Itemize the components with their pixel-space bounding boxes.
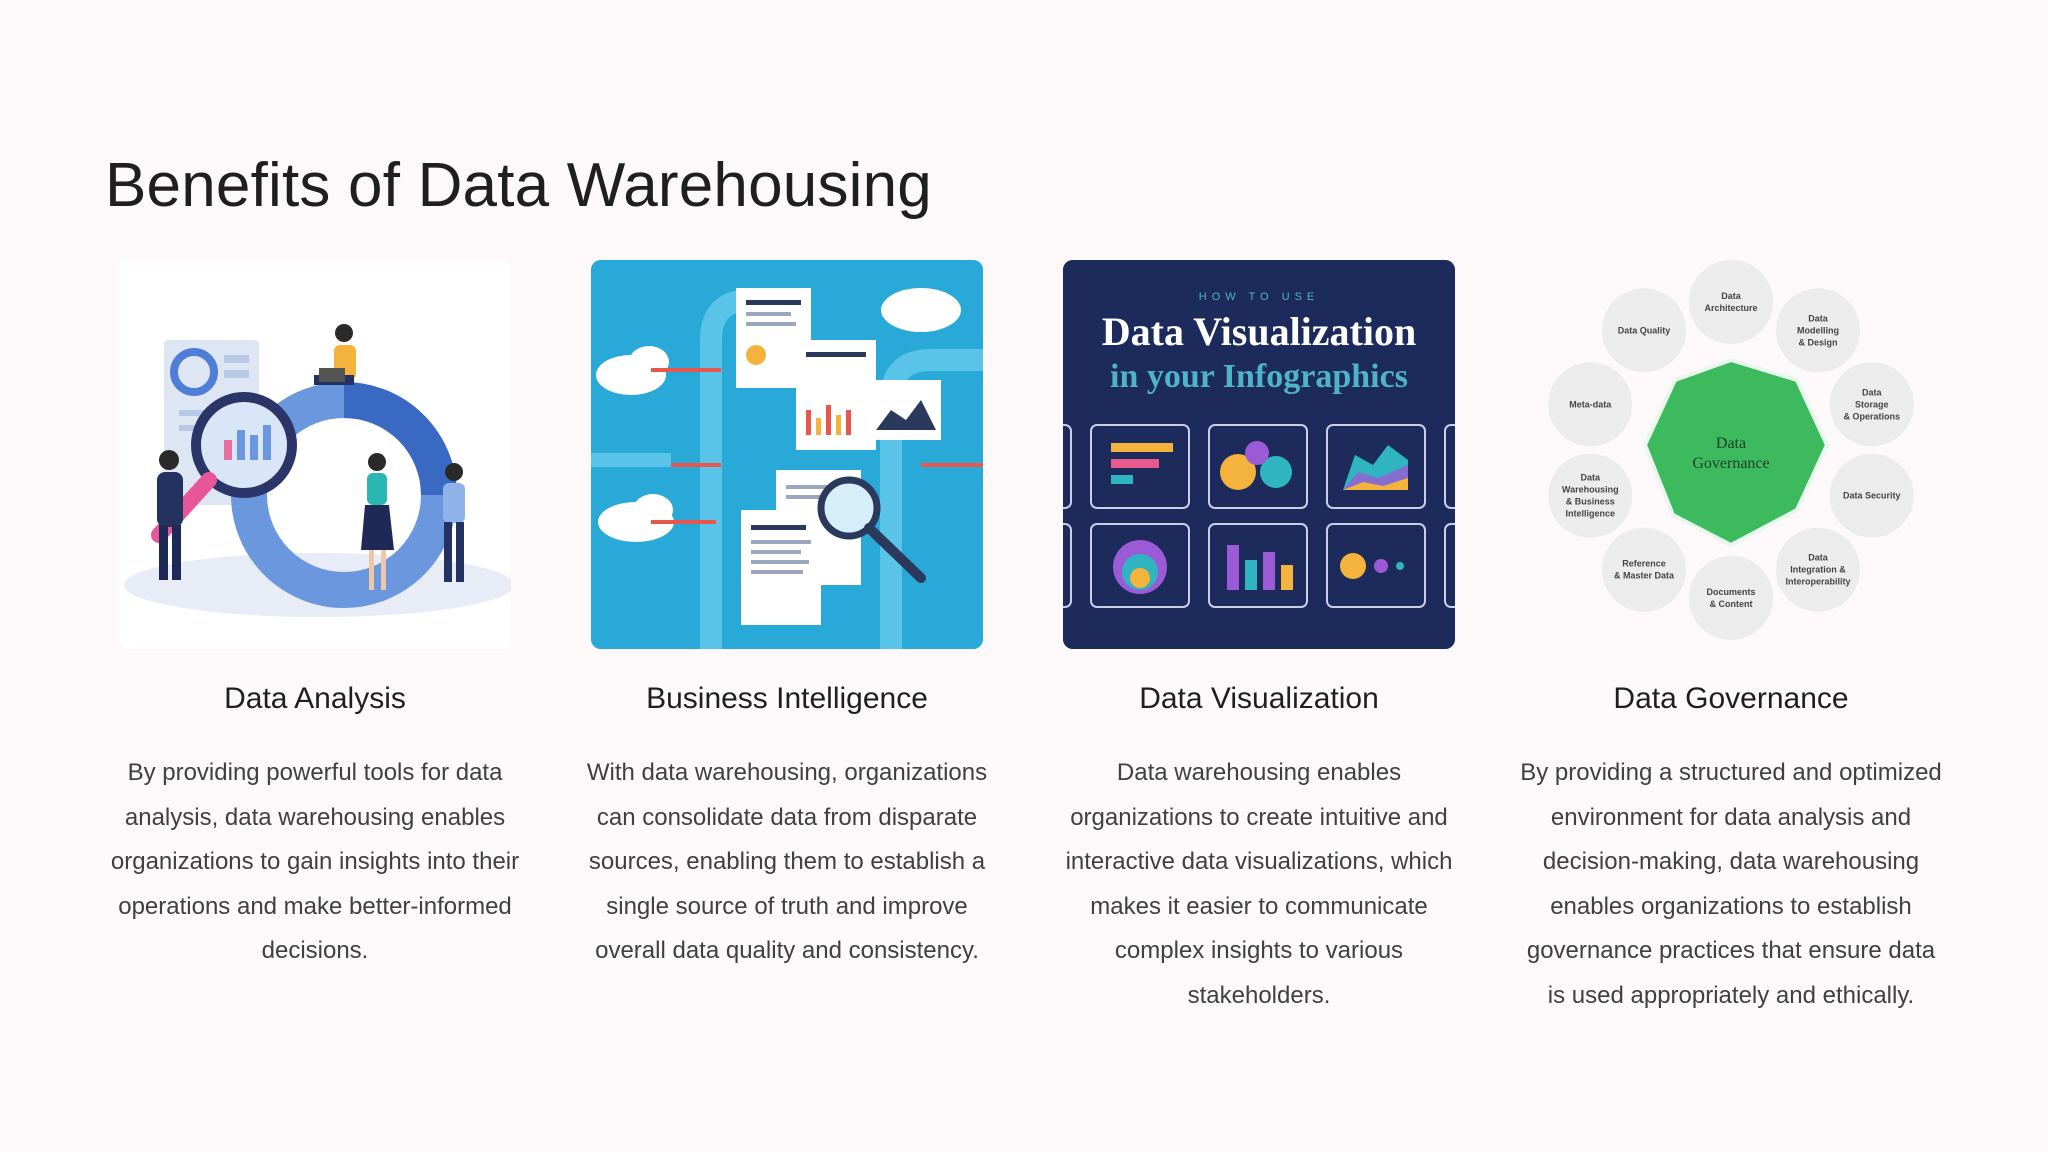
- viz-title-line2: in your Infographics: [1110, 358, 1408, 395]
- governance-node-label: Documents: [1706, 587, 1755, 597]
- governance-node-label: Modelling: [1797, 325, 1839, 335]
- card-heading: Business Intelligence: [646, 682, 928, 715]
- governance-node-label: Warehousing: [1562, 485, 1619, 495]
- governance-node-label: Architecture: [1704, 303, 1757, 313]
- slide-title: Benefits of Data Warehousing: [105, 151, 932, 220]
- governance-node-label: Integration &: [1790, 565, 1846, 575]
- governance-node-label: Interoperability: [1785, 577, 1850, 587]
- governance-center-line2: Governance: [1692, 455, 1769, 472]
- governance-node: Documents & Content: [1689, 556, 1773, 640]
- card-data-visualization: HOW TO USE Data Visualization in your In…: [1029, 260, 1489, 1018]
- card-body: By providing a structured and optimized …: [1520, 759, 1942, 1009]
- governance-node-label: & Design: [1798, 337, 1837, 347]
- governance-node: Data Quality: [1602, 288, 1687, 373]
- viz-title-line1: Data Visualization: [1102, 309, 1416, 354]
- card-body: With data warehousing, organizations can…: [586, 759, 988, 964]
- governance-node-label: & Master Data: [1614, 571, 1675, 581]
- governance-node-label: Data: [1808, 553, 1829, 563]
- business-intelligence-illustration: [591, 260, 983, 649]
- governance-node: Data Security: [1829, 453, 1914, 538]
- card-data-analysis: Data Analysis By providing powerful tool…: [85, 260, 545, 974]
- data-visualization-illustration: HOW TO USE Data Visualization in your In…: [1063, 260, 1455, 649]
- governance-node-label: Reference: [1622, 559, 1666, 569]
- governance-node-label: Data: [1808, 313, 1829, 323]
- governance-node: Reference & Master Data: [1602, 527, 1687, 612]
- governance-node-label: Storage: [1855, 399, 1889, 409]
- viz-kicker-text: HOW TO USE: [1199, 291, 1320, 303]
- card-heading: Data Analysis: [224, 682, 406, 715]
- governance-node-label: & Business: [1566, 497, 1615, 507]
- card-body: By providing powerful tools for data ana…: [110, 759, 520, 964]
- governance-node-label: Meta-data: [1569, 399, 1612, 409]
- data-analysis-illustration: [119, 260, 511, 649]
- governance-node-label: Intelligence: [1565, 509, 1615, 519]
- governance-center-line1: Data: [1716, 435, 1746, 452]
- governance-node-label: Data: [1862, 387, 1883, 397]
- governance-node-label: Data: [1721, 291, 1742, 301]
- card-heading: Data Visualization: [1139, 682, 1379, 715]
- governance-node-label: Data: [1580, 473, 1601, 483]
- governance-node-label: & Content: [1710, 599, 1753, 609]
- governance-node: Meta-data: [1548, 362, 1633, 447]
- governance-node-label: Data Quality: [1618, 325, 1671, 335]
- card-heading: Data Governance: [1613, 682, 1849, 715]
- card-business-intelligence: Business Intelligence With data warehous…: [557, 260, 1017, 974]
- governance-node-label: Data Security: [1843, 491, 1901, 501]
- governance-node-label: & Operations: [1843, 411, 1900, 421]
- card-body: Data warehousing enables organizations t…: [1065, 759, 1453, 1009]
